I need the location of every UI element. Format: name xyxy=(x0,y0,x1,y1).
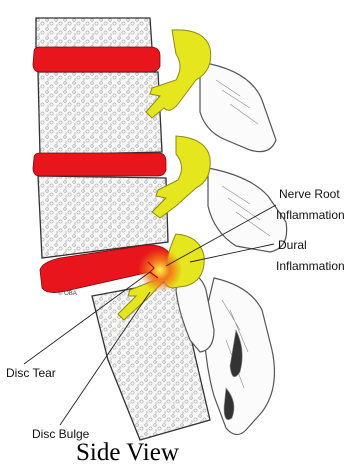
disc-tear-label: Disc Tear xyxy=(6,366,56,381)
copyright-mark: © OBA xyxy=(58,291,77,297)
dural-inflammation-label: Inflammation xyxy=(276,259,345,274)
nerve-root-label: Nerve Root xyxy=(279,187,340,202)
facet-middle xyxy=(208,168,287,252)
nerve-root-inflammation-label: Inflammation xyxy=(276,208,345,223)
diagram-caption: Side View xyxy=(76,438,179,468)
inflammation-glow xyxy=(138,248,182,292)
disc-middle xyxy=(33,153,166,176)
vertebra-top xyxy=(36,18,152,48)
disc-top xyxy=(33,47,160,72)
spinous-process-upper xyxy=(200,62,276,152)
vertebra-upper xyxy=(38,72,162,155)
dural-label: Dural xyxy=(278,238,307,253)
